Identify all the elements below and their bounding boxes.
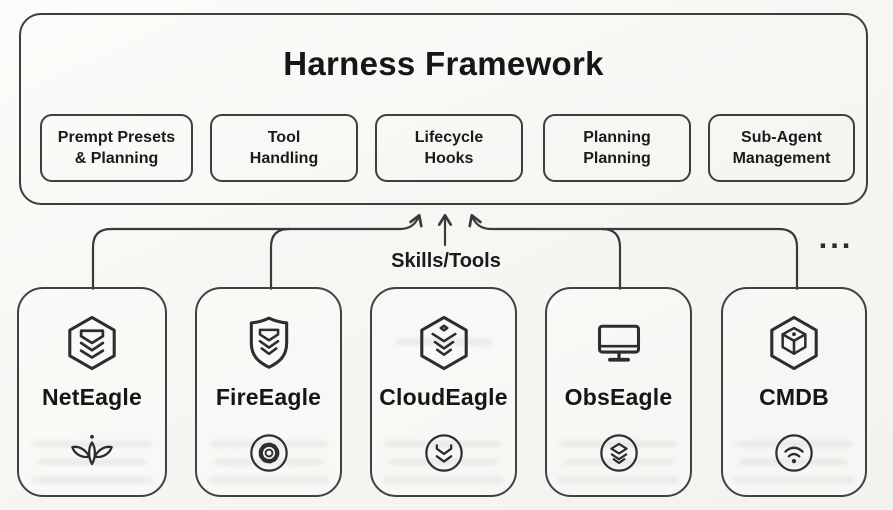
skills-tools-label: Skills/Tools <box>391 250 501 272</box>
connector-obseagle <box>600 227 622 291</box>
faint-text-noise <box>735 441 853 447</box>
hexagon-chevrons-icon <box>68 315 116 371</box>
layers-circle-icon <box>599 434 638 472</box>
agent-name: ObsEagle <box>564 384 673 410</box>
chevrons-circle-icon <box>424 434 463 472</box>
more-agents-ellipsis: ... <box>818 220 854 255</box>
shield-chevrons-icon <box>249 316 288 369</box>
module-label: Tool Handling <box>249 128 319 167</box>
faint-text-noise <box>30 477 154 483</box>
faint-text-noise <box>208 477 329 483</box>
monitor-icon <box>597 324 640 362</box>
module-label: Prempt Presets & Planning <box>57 128 176 167</box>
connector-fireeagle <box>269 227 291 291</box>
agent-card-cloudeagle: CloudEagle <box>370 287 517 497</box>
agent-card-obseagle: ObsEagle <box>545 287 692 497</box>
faint-text-noise <box>558 477 679 483</box>
agent-name: FireEagle <box>215 384 322 410</box>
faint-text-noise <box>734 477 854 483</box>
module-label: Planning Planning <box>583 128 651 167</box>
diagram-title: Harness Framework <box>283 45 604 82</box>
hexagon-cube-icon <box>770 315 818 371</box>
module-planning-planning: Planning Planning <box>543 114 691 182</box>
module-label: Sub-Agent Management <box>732 128 831 167</box>
agent-name: CMDB <box>759 384 829 410</box>
module-lifecycle-hooks: Lifecycle Hooks <box>375 114 523 182</box>
faint-text-noise <box>383 477 504 483</box>
wifi-circle-icon <box>775 434 813 472</box>
module-tool-handling: Tool Handling <box>210 114 358 182</box>
module-sub-agent-management: Sub-Agent Management <box>708 114 855 182</box>
agent-card-fireeagle: FireEagle <box>195 287 342 497</box>
agent-card-cmdb: CMDB <box>721 287 867 497</box>
module-prompt-presets-planning: Prempt Presets & Planning <box>40 114 193 182</box>
agent-name: NetEagle <box>41 384 143 410</box>
bird-icon <box>71 434 113 466</box>
framework-box: Harness Framework Prempt Presets & Plann… <box>19 13 868 205</box>
module-label: Lifecycle Hooks <box>414 128 484 167</box>
gear-circle-icon <box>249 434 288 472</box>
faint-text-noise <box>384 441 503 447</box>
hexagon-layers-icon <box>419 315 468 371</box>
agent-name: CloudEagle <box>379 384 508 410</box>
agent-card-neteagle: NetEagle <box>17 287 167 497</box>
